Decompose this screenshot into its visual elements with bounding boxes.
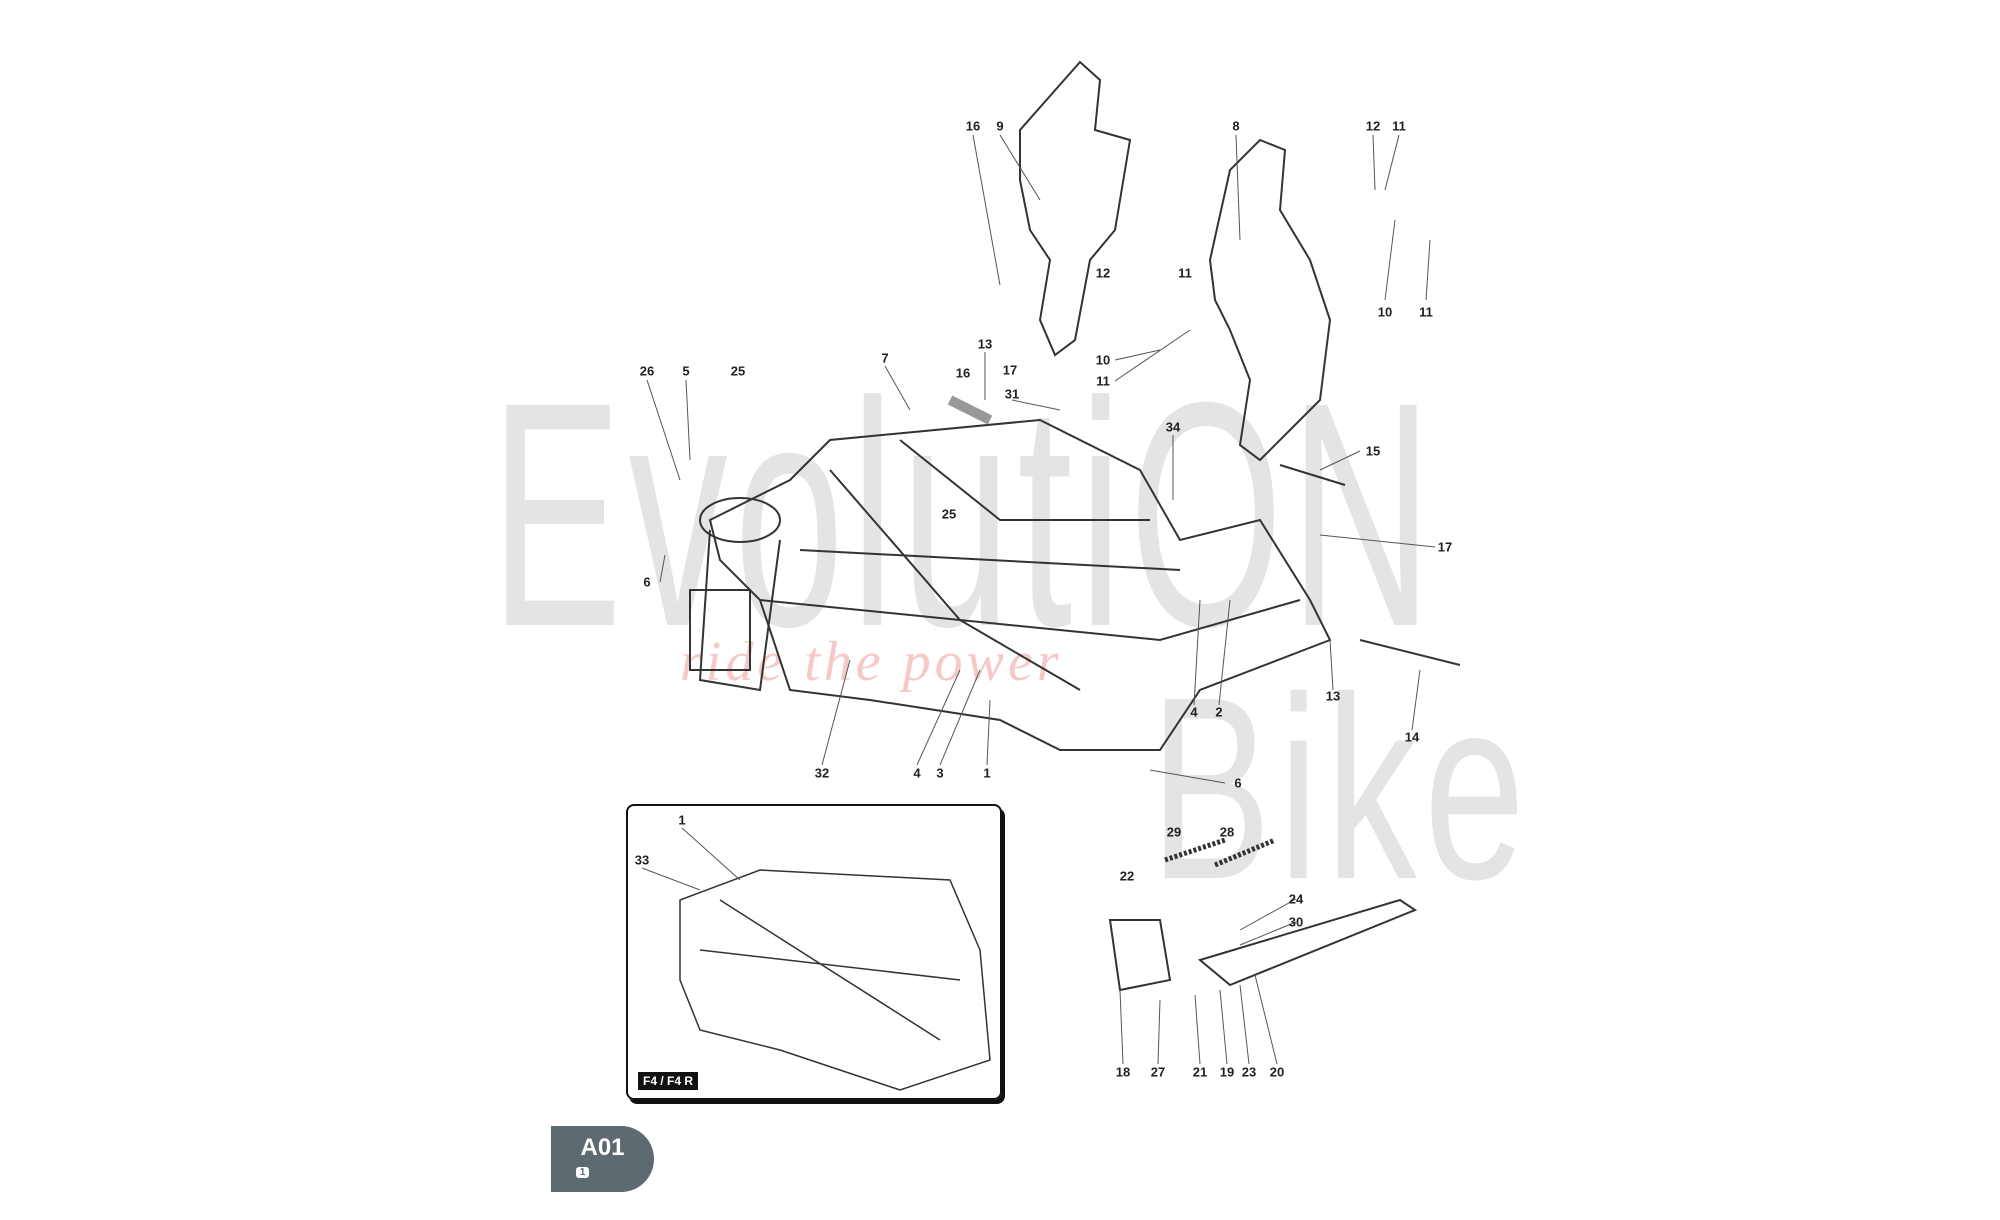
callout: 29 bbox=[1166, 824, 1182, 840]
callout: 24 bbox=[1288, 891, 1304, 907]
callout: 18 bbox=[1115, 1064, 1131, 1080]
steering-head bbox=[699, 497, 781, 543]
page-number: 1 bbox=[575, 1167, 590, 1178]
inset-callout: 1 bbox=[678, 812, 686, 828]
callout: 25 bbox=[941, 506, 957, 522]
bolt-14 bbox=[1359, 639, 1461, 666]
callout: 21 bbox=[1192, 1064, 1208, 1080]
callout: 32 bbox=[814, 765, 830, 781]
callout: 12 bbox=[1095, 265, 1111, 281]
callout: 3 bbox=[936, 765, 944, 781]
bracket-part-9 bbox=[1019, 60, 1132, 357]
callout: 5 bbox=[682, 363, 690, 379]
watermark-brand: EvolutiON bbox=[490, 335, 1439, 693]
callout: 9 bbox=[996, 118, 1004, 134]
callout: 20 bbox=[1269, 1064, 1285, 1080]
inset-frame bbox=[679, 869, 991, 1091]
callout: 1 bbox=[983, 765, 991, 781]
watermark-brand-2: Bike bbox=[1150, 644, 1533, 934]
bracket-part-8 bbox=[1208, 138, 1332, 462]
callout: 22 bbox=[1119, 868, 1135, 884]
callout: 17 bbox=[1002, 362, 1018, 378]
model-tag: F4 / F4 R bbox=[638, 1072, 699, 1090]
stand-bracket bbox=[1108, 919, 1172, 992]
section-badge: A01 1 bbox=[551, 1126, 654, 1192]
callout: 27 bbox=[1150, 1064, 1166, 1080]
spacer-13 bbox=[947, 395, 993, 425]
callout: 6 bbox=[1234, 775, 1242, 791]
callout: 19 bbox=[1219, 1064, 1235, 1080]
inset-callout: 33 bbox=[634, 852, 650, 868]
callout: 13 bbox=[977, 336, 993, 352]
callout: 25 bbox=[730, 363, 746, 379]
callout: 2 bbox=[1215, 704, 1223, 720]
inset-variant-box: F4 / F4 R bbox=[626, 804, 1002, 1100]
main-frame bbox=[708, 418, 1332, 751]
callout: 15 bbox=[1365, 443, 1381, 459]
callout: 16 bbox=[965, 118, 981, 134]
callout: 10 bbox=[1095, 352, 1111, 368]
callout: 10 bbox=[1377, 304, 1393, 320]
ignition-bracket bbox=[689, 589, 751, 671]
spring-28 bbox=[1214, 837, 1276, 868]
callout: 31 bbox=[1004, 386, 1020, 402]
callout: 4 bbox=[1190, 704, 1198, 720]
callout: 30 bbox=[1288, 914, 1304, 930]
callout: 26 bbox=[639, 363, 655, 379]
bolt-15 bbox=[1279, 464, 1346, 486]
callout: 8 bbox=[1232, 118, 1240, 134]
callout: 13 bbox=[1325, 688, 1341, 704]
callout: 11 bbox=[1096, 373, 1110, 389]
callout: 14 bbox=[1404, 729, 1420, 745]
callout: 4 bbox=[913, 765, 921, 781]
callout: 11 bbox=[1419, 304, 1433, 320]
callout: 34 bbox=[1165, 419, 1181, 435]
callout: 12 bbox=[1365, 118, 1381, 134]
spring-29 bbox=[1164, 837, 1226, 863]
callout: 16 bbox=[955, 365, 971, 381]
callout: 23 bbox=[1241, 1064, 1257, 1080]
callout: 11 bbox=[1178, 265, 1192, 281]
side-stand bbox=[1197, 898, 1418, 987]
callout: 17 bbox=[1437, 539, 1453, 555]
section-code: A01 bbox=[580, 1134, 625, 1161]
callout: 6 bbox=[643, 574, 651, 590]
callout: 28 bbox=[1219, 824, 1235, 840]
callout: 11 bbox=[1392, 118, 1406, 134]
callout: 7 bbox=[881, 350, 889, 366]
